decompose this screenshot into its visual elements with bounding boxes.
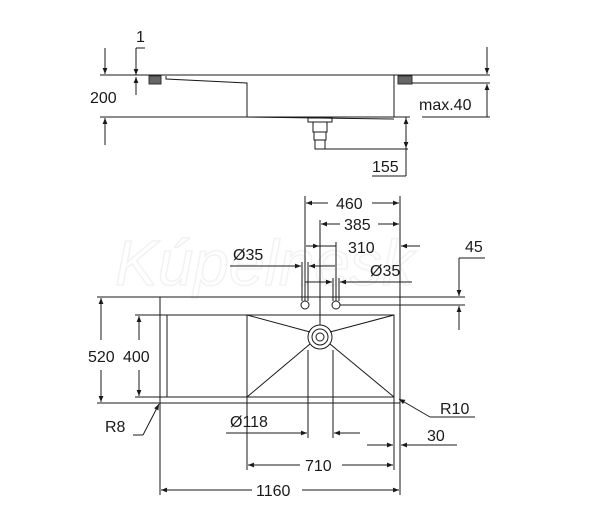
dim-385: 385 bbox=[344, 217, 371, 234]
sink-outline bbox=[159, 296, 401, 404]
watermark: Kúpelnesk bbox=[115, 227, 417, 299]
side-view: 1 200 max.40 155 bbox=[90, 29, 490, 177]
dim-460: 460 bbox=[336, 196, 363, 213]
dim-drain-depth: 155 bbox=[372, 159, 399, 176]
waste-fitting bbox=[307, 117, 333, 150]
dim-tap-hole-right: Ø35 bbox=[370, 263, 400, 280]
dim-30: 30 bbox=[427, 428, 445, 445]
dim-1160: 1160 bbox=[256, 483, 291, 500]
dim-thickness: 1 bbox=[136, 29, 145, 46]
seal-right bbox=[397, 75, 413, 85]
top-view: 460 385 310 Ø35 Ø35 45 520 400 bbox=[88, 196, 485, 500]
dim-drain-diameter: Ø118 bbox=[230, 414, 268, 431]
seal-left bbox=[148, 75, 162, 85]
dim-310: 310 bbox=[348, 240, 375, 257]
dim-r10: R10 bbox=[440, 401, 469, 418]
tap-hole-right bbox=[331, 300, 341, 310]
dim-710: 710 bbox=[305, 458, 332, 475]
dim-45: 45 bbox=[465, 239, 483, 256]
bowl-outline bbox=[246, 314, 395, 398]
tap-hole-left bbox=[300, 300, 310, 310]
dim-tap-hole-left: Ø35 bbox=[233, 247, 263, 264]
dim-height: 200 bbox=[90, 90, 117, 107]
drainboard-profile bbox=[165, 76, 248, 117]
drain bbox=[307, 324, 333, 350]
dim-520: 520 bbox=[88, 349, 115, 366]
dim-countertop: max.40 bbox=[419, 97, 472, 114]
dim-r8: R8 bbox=[105, 419, 126, 436]
dim-400: 400 bbox=[123, 349, 150, 366]
